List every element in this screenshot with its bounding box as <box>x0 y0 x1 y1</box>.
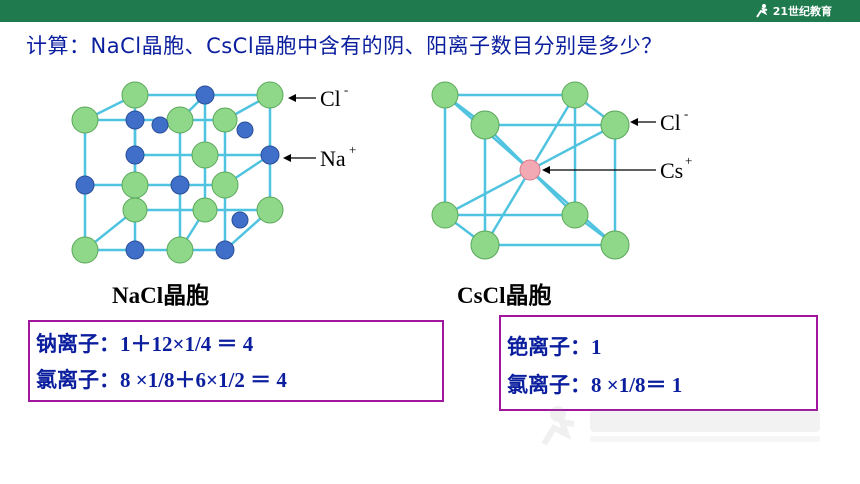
nacl-answer-line-1: 钠离子：1＋12×1/4 ＝ 4 <box>36 332 254 356</box>
nacl-label-cl: Cl <box>320 86 341 111</box>
cscl-answer-line-1: 铯离子：1 <box>507 335 602 359</box>
cscl-answer-box: 铯离子：1 氯离子：8 ×1/8＝ 1 <box>499 315 818 411</box>
cscl-label-cl-sup: - <box>684 106 688 121</box>
logo-text: 21世纪教育 <box>772 5 832 18</box>
logo: 21世纪教育 <box>754 2 832 20</box>
cscl-label-cs-sup: + <box>685 153 692 168</box>
cscl-cs-atom <box>519 159 541 181</box>
nacl-caption: NaCl晶胞 <box>112 283 210 308</box>
watermark-logo-icon <box>541 406 820 446</box>
cscl-answer-line-2: 氯离子：8 ×1/8＝ 1 <box>507 373 683 397</box>
cscl-labels: Cl - Cs + <box>542 106 692 183</box>
cscl-label-cs: Cs <box>660 158 683 183</box>
top-bar: 21世纪教育 <box>0 0 860 22</box>
nacl-answer-box: 钠离子：1＋12×1/4 ＝ 4 氯离子：8 ×1/8＋6×1/2 ＝ 4 <box>28 320 444 402</box>
nacl-label-cl-sup: - <box>344 82 348 97</box>
nacl-label-na: Na <box>320 146 346 171</box>
cscl-label-cl: Cl <box>660 110 681 135</box>
runner-logo-icon <box>755 4 767 18</box>
nacl-label-na-sup: + <box>349 142 356 157</box>
cscl-crystal-diagram: Cl - Cs + <box>431 81 692 260</box>
nacl-labels: Cl - Na + <box>283 82 356 171</box>
cscl-caption: CsCl晶胞 <box>457 283 552 308</box>
nacl-answer-line-2: 氯离子：8 ×1/8＋6×1/2 ＝ 4 <box>36 368 287 392</box>
cscl-cl-atoms <box>431 81 630 260</box>
nacl-cl-atoms <box>71 81 284 264</box>
nacl-na-atoms <box>75 85 280 260</box>
question-title: 计算：NaCl晶胞、CsCl晶胞中含有的阴、阳离子数目分别是多少？ <box>26 34 663 58</box>
nacl-crystal-diagram: Cl - Na + <box>71 81 356 264</box>
